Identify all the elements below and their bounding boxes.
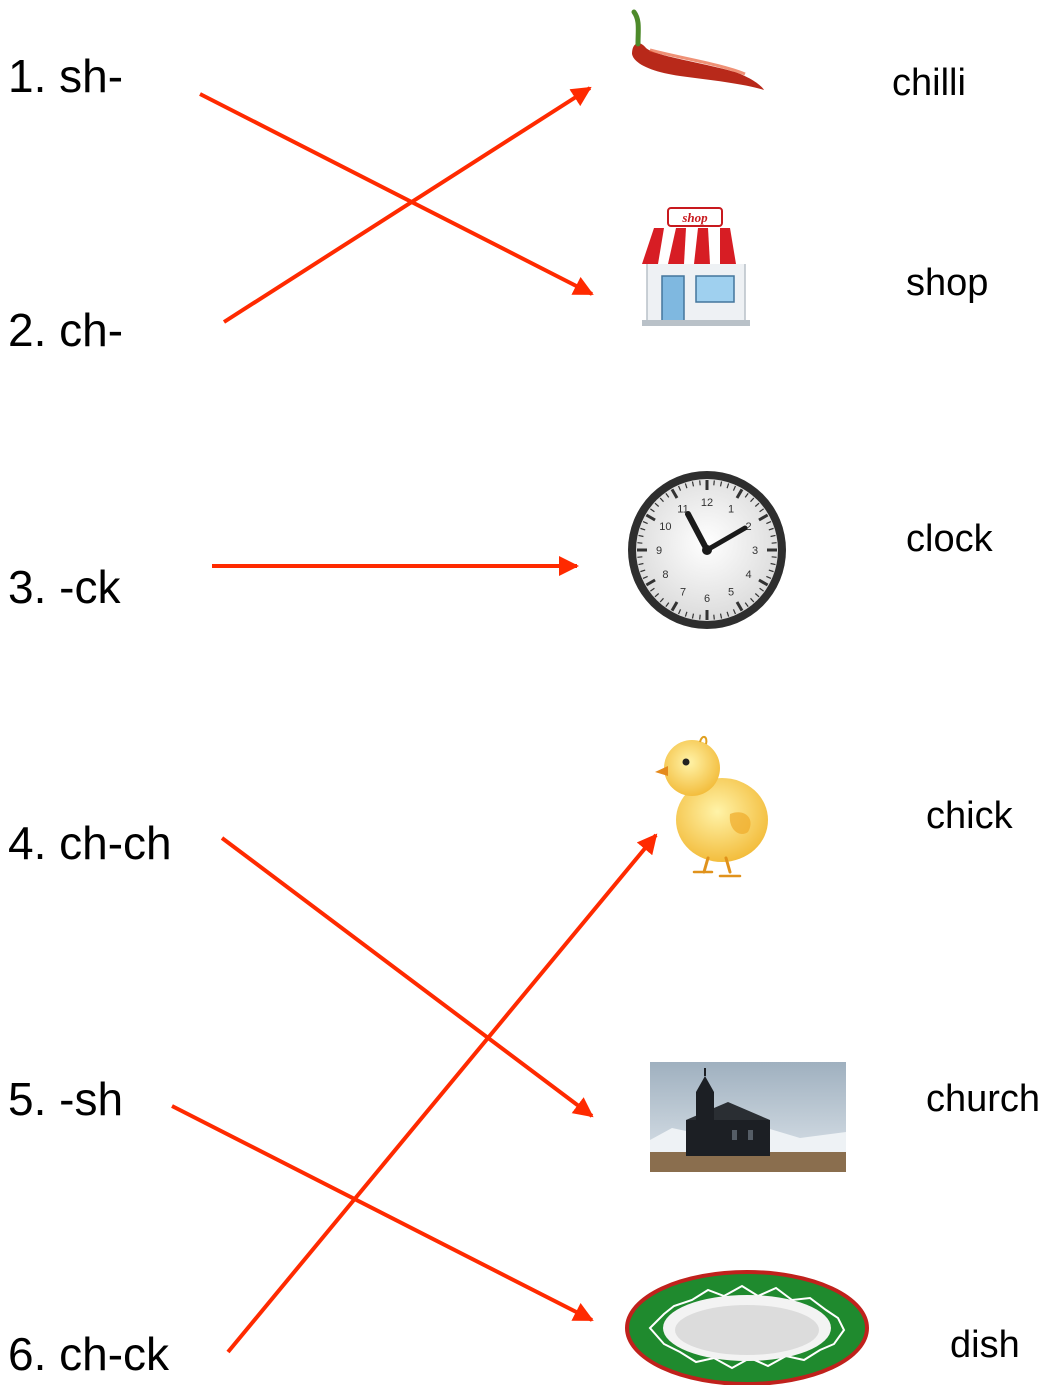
clock-tick <box>645 578 656 587</box>
clock-tick <box>645 513 656 522</box>
clock-tick <box>677 485 682 491</box>
clock-tick <box>766 575 772 580</box>
clock-tick <box>759 587 764 592</box>
shop-icon: shop <box>642 207 750 326</box>
clock-numeral: 11 <box>677 503 688 515</box>
arrow-5-to-6 <box>171 1104 594 1322</box>
clock-tick <box>684 483 688 489</box>
clock-numeral: 10 <box>659 521 671 533</box>
clock-tick <box>665 602 670 607</box>
clock-tick <box>654 502 660 507</box>
clock-tick <box>770 534 776 538</box>
clock-tick <box>744 602 749 607</box>
clock-tick <box>670 601 679 612</box>
clock-tick <box>642 575 648 580</box>
clock-tick <box>654 593 660 598</box>
clock-tick <box>750 497 755 503</box>
clock-tick <box>713 614 715 620</box>
clock-tick <box>640 527 646 531</box>
clock-tick <box>768 527 774 531</box>
word-clock: clock <box>906 518 993 560</box>
clock-tick <box>719 613 723 619</box>
clock-tick <box>640 569 646 573</box>
arrow-1-to-2 <box>199 92 594 296</box>
left-label-6: 6. ch-ck <box>8 1328 170 1380</box>
clock-tick <box>670 488 679 499</box>
shop-sign-text: shop <box>681 210 708 225</box>
clock-tick <box>732 609 737 615</box>
clock-numeral: 6 <box>704 593 710 605</box>
clock-tick <box>638 562 644 566</box>
clock-tick <box>637 542 643 544</box>
left-label-4: 4. ch-ch <box>8 817 172 869</box>
clock-tick <box>771 542 777 544</box>
clock-numeral: 8 <box>662 569 668 581</box>
clock-tick <box>699 614 701 620</box>
clock-tick <box>770 562 776 566</box>
clock-numeral: 9 <box>656 545 662 557</box>
clock-tick <box>713 480 715 486</box>
clock-tick <box>758 578 769 587</box>
clock-tick <box>691 613 695 619</box>
clock-tick <box>650 508 655 513</box>
word-dish: dish <box>950 1324 1020 1366</box>
word-chilli: chilli <box>892 62 966 104</box>
clock-tick <box>726 611 730 617</box>
left-label-5: 5. -sh <box>8 1073 124 1125</box>
clock-numeral: 5 <box>728 587 734 599</box>
clock-tick <box>735 601 744 612</box>
clock-tick <box>768 569 774 573</box>
church-icon <box>650 1062 846 1172</box>
clock-tick <box>732 485 737 491</box>
clock-numeral: 12 <box>701 497 713 509</box>
clock-tick <box>771 556 777 558</box>
clock-tick <box>759 508 764 513</box>
clock-tick <box>691 481 695 487</box>
arrow-4-to-5 <box>220 836 594 1118</box>
clock-tick <box>754 593 760 598</box>
clock-tick <box>699 480 701 486</box>
clock-ticks <box>637 480 777 620</box>
clock-tick <box>754 502 760 507</box>
clock-tick <box>665 493 670 498</box>
clock-tick <box>719 481 723 487</box>
clock-tick <box>650 587 655 592</box>
clock-numeral: 1 <box>728 503 734 515</box>
clock-numeral: 2 <box>746 521 752 533</box>
arrow-6-to-4 <box>226 833 658 1354</box>
clock-tick <box>726 483 730 489</box>
left-label-3: 3. -ck <box>8 561 121 613</box>
clock-tick <box>735 488 744 499</box>
chilli-icon <box>631 9 764 90</box>
left-label-2: 2. ch- <box>8 304 124 356</box>
clock-tick <box>677 609 682 615</box>
clock-tick <box>659 497 664 503</box>
word-chick: chick <box>926 795 1013 837</box>
chick-icon <box>655 736 768 878</box>
clock-tick <box>750 597 755 603</box>
arrow-2-to-1 <box>222 86 592 324</box>
clock-tick <box>766 520 772 525</box>
clock-tick <box>758 513 769 522</box>
clock-tick <box>637 556 643 558</box>
word-shop: shop <box>906 262 989 304</box>
clock-tick <box>744 493 749 498</box>
clock-tick <box>659 597 664 603</box>
clock-numeral: 4 <box>746 569 752 581</box>
word-church: church <box>926 1078 1041 1120</box>
clock-tick <box>684 611 688 617</box>
dish-icon <box>625 1270 869 1385</box>
clock-numeral: 7 <box>680 587 686 599</box>
arrow-layer <box>171 86 658 1354</box>
clock-tick <box>642 520 648 525</box>
clock-tick <box>638 534 644 538</box>
clock-numeral: 3 <box>752 545 758 557</box>
left-label-1: 1. sh- <box>8 50 124 102</box>
